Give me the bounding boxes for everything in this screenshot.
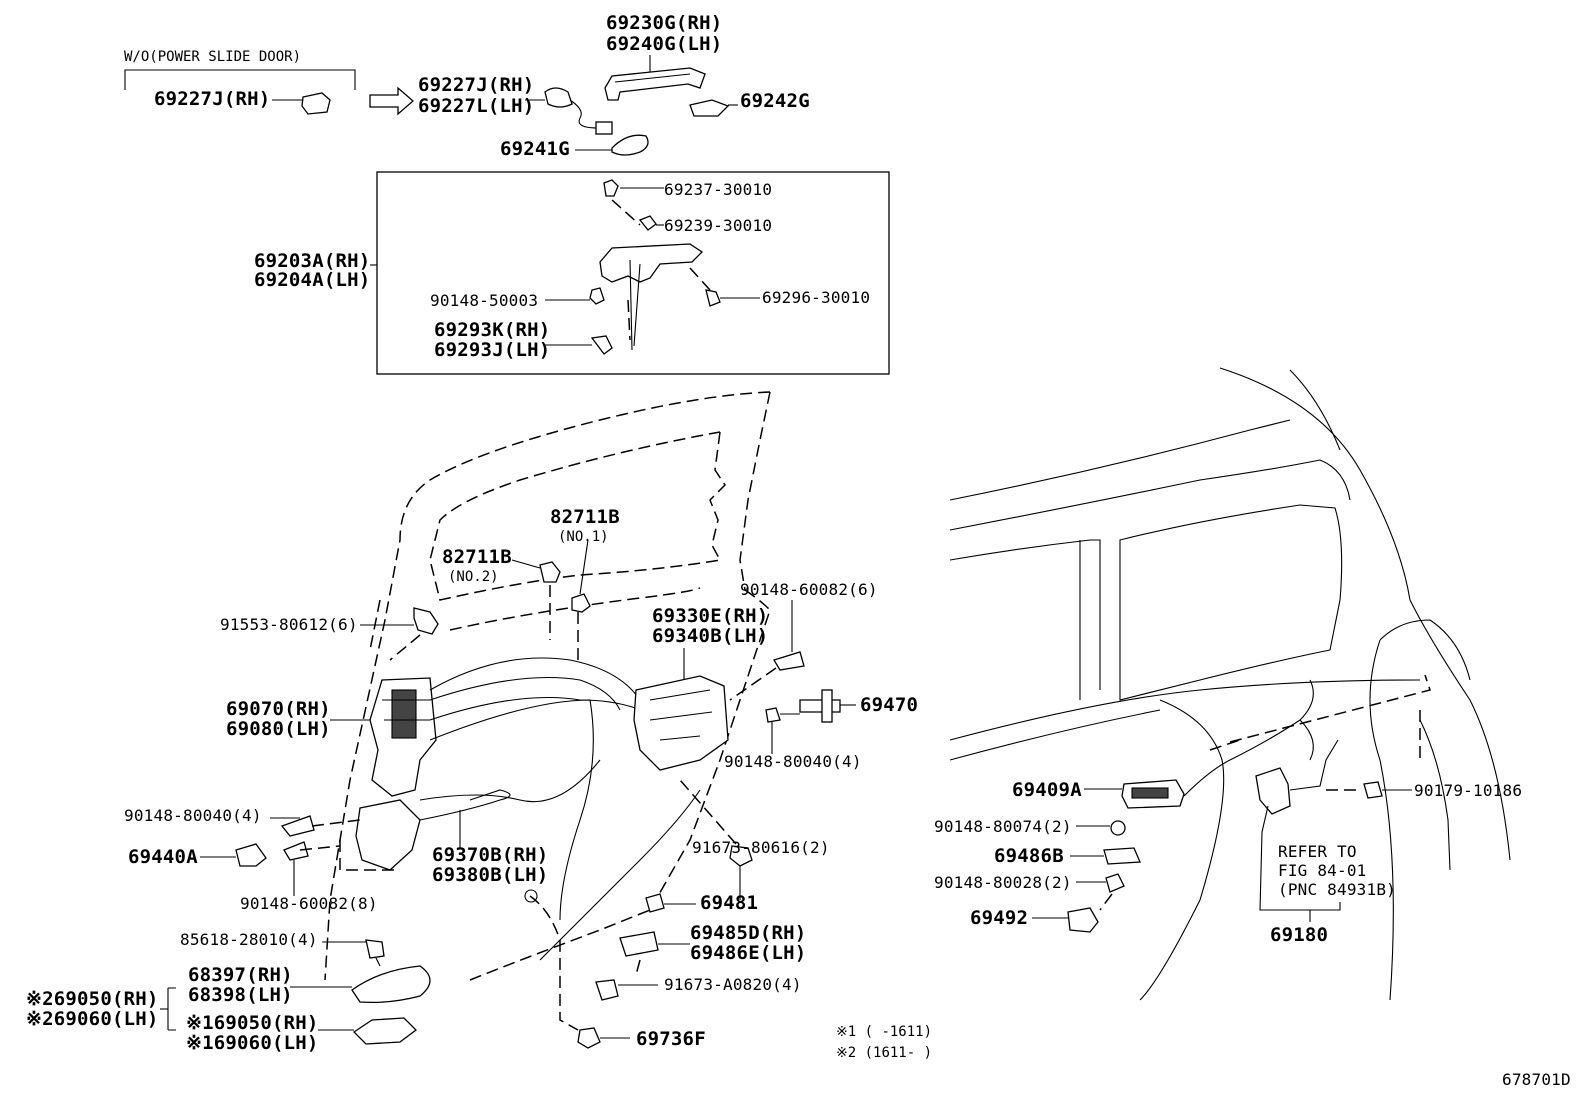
- part-label-69380b-lh: 69380B(LH): [432, 864, 549, 886]
- part-label-69409a: 69409A: [1012, 779, 1082, 801]
- vehicle-body-outline: [949, 367, 1511, 1001]
- part-label-69227j-rh: 69227J(RH): [418, 74, 535, 96]
- part-label-90179: 90179-10186: [1414, 781, 1523, 800]
- part-label-69227l-lh: 69227L(LH): [418, 95, 535, 117]
- note-2: ※2 (1611- ): [836, 1045, 933, 1061]
- refer-line-2: FIG 84-01: [1278, 861, 1367, 880]
- part-label-69080-lh: 69080(LH): [226, 718, 331, 740]
- part-label-69293k-rh: 69293K(RH): [434, 319, 551, 341]
- refer-line-3: (PNC 84931B): [1278, 880, 1396, 899]
- pad-69241g-icon: [575, 134, 649, 156]
- part-label-90148-80040-right: 90148-80040(4): [724, 752, 862, 771]
- part-label-69330e-rh: 69330E(RH): [652, 605, 769, 627]
- image-code: 678701D: [1502, 1070, 1571, 1089]
- part-label-68397-rh: 68397(RH): [188, 964, 293, 986]
- part-label-90148-60082-6: 90148-60082(6): [740, 580, 878, 599]
- refer-line-1: REFER TO: [1278, 842, 1357, 861]
- part-label-69227j-rh-only: 69227J(RH): [154, 88, 271, 110]
- cap-cable-icon: [525, 87, 613, 135]
- part-label-69492: 69492: [970, 907, 1029, 929]
- part-label-90148-60082-8: 90148-60082(8): [240, 894, 378, 913]
- part-label-69241g: 69241G: [500, 138, 570, 160]
- part-label-82711b-no1: 82711B: [550, 506, 620, 528]
- part-label-69070-rh: 69070(RH): [226, 698, 331, 720]
- part-label-no2: (NO.2): [448, 569, 499, 585]
- part-label-85618: 85618-28010(4): [180, 930, 318, 949]
- part-label-90148-50003: 90148-50003: [430, 291, 539, 310]
- condition-bracket: [124, 69, 356, 90]
- part-label-69239: 69239-30010: [664, 216, 773, 235]
- cap-69227j-icon: [272, 92, 331, 115]
- part-label-69240g-lh: 69240G(LH): [606, 33, 723, 55]
- part-label-69230g-rh: 69230G(RH): [606, 12, 723, 34]
- part-label-69486b: 69486B: [994, 845, 1064, 867]
- part-label-69060-lh-2: ※269060(LH): [26, 1008, 159, 1030]
- part-label-91673-a0820: 91673-A0820(4): [664, 975, 802, 994]
- part-label-69440a: 69440A: [128, 846, 198, 868]
- arrow-icon: [369, 86, 414, 116]
- part-label-91673-80616: 91673-80616(2): [692, 838, 830, 857]
- frame-assembly-icon: [370, 179, 760, 355]
- condition-label: W/O(POWER SLIDE DOOR): [124, 49, 302, 65]
- frame-box: [376, 171, 890, 375]
- part-label-69485d-rh: 69485D(RH): [690, 922, 807, 944]
- part-label-69204a-lh: 69204A(LH): [254, 269, 371, 291]
- note-1: ※1 ( -1611): [836, 1024, 933, 1040]
- part-label-69481: 69481: [700, 892, 759, 914]
- part-label-90148-80074: 90148-80074(2): [934, 817, 1072, 836]
- part-label-82711b-no2: 82711B: [442, 546, 512, 568]
- part-label-68398-lh: 68398(LH): [188, 984, 293, 1006]
- part-label-69242g: 69242G: [740, 90, 810, 112]
- part-label-69060-lh-1: ※169060(LH): [186, 1032, 319, 1054]
- door-parts-artwork: [160, 539, 856, 1049]
- outside-handle-icon: [604, 55, 706, 101]
- part-label-69050-rh-2: ※269050(RH): [26, 988, 159, 1010]
- part-label-69340b-lh: 69340B(LH): [652, 625, 769, 647]
- part-label-69293j-lh: 69293J(LH): [434, 339, 551, 361]
- part-label-69370b-rh: 69370B(RH): [432, 844, 549, 866]
- cover-69242g-icon: [689, 99, 738, 117]
- part-label-69486e-lh: 69486E(LH): [690, 942, 807, 964]
- part-label-90148-80040-left: 90148-80040(4): [124, 806, 262, 825]
- part-label-90148-80028: 90148-80028(2): [934, 873, 1072, 892]
- part-label-69296: 69296-30010: [762, 288, 871, 307]
- part-label-91553: 91553-80612(6): [220, 615, 358, 634]
- part-label-69203a-rh: 69203A(RH): [254, 250, 371, 272]
- part-label-69050-rh-1: ※169050(RH): [186, 1012, 319, 1034]
- part-label-69180: 69180: [1270, 924, 1329, 946]
- part-label-69736f: 69736F: [636, 1028, 706, 1050]
- part-label-69237: 69237-30010: [664, 180, 773, 199]
- part-label-69470: 69470: [860, 694, 919, 716]
- body-parts-artwork: [1032, 679, 1412, 933]
- part-label-no1: (NO.1): [558, 529, 609, 545]
